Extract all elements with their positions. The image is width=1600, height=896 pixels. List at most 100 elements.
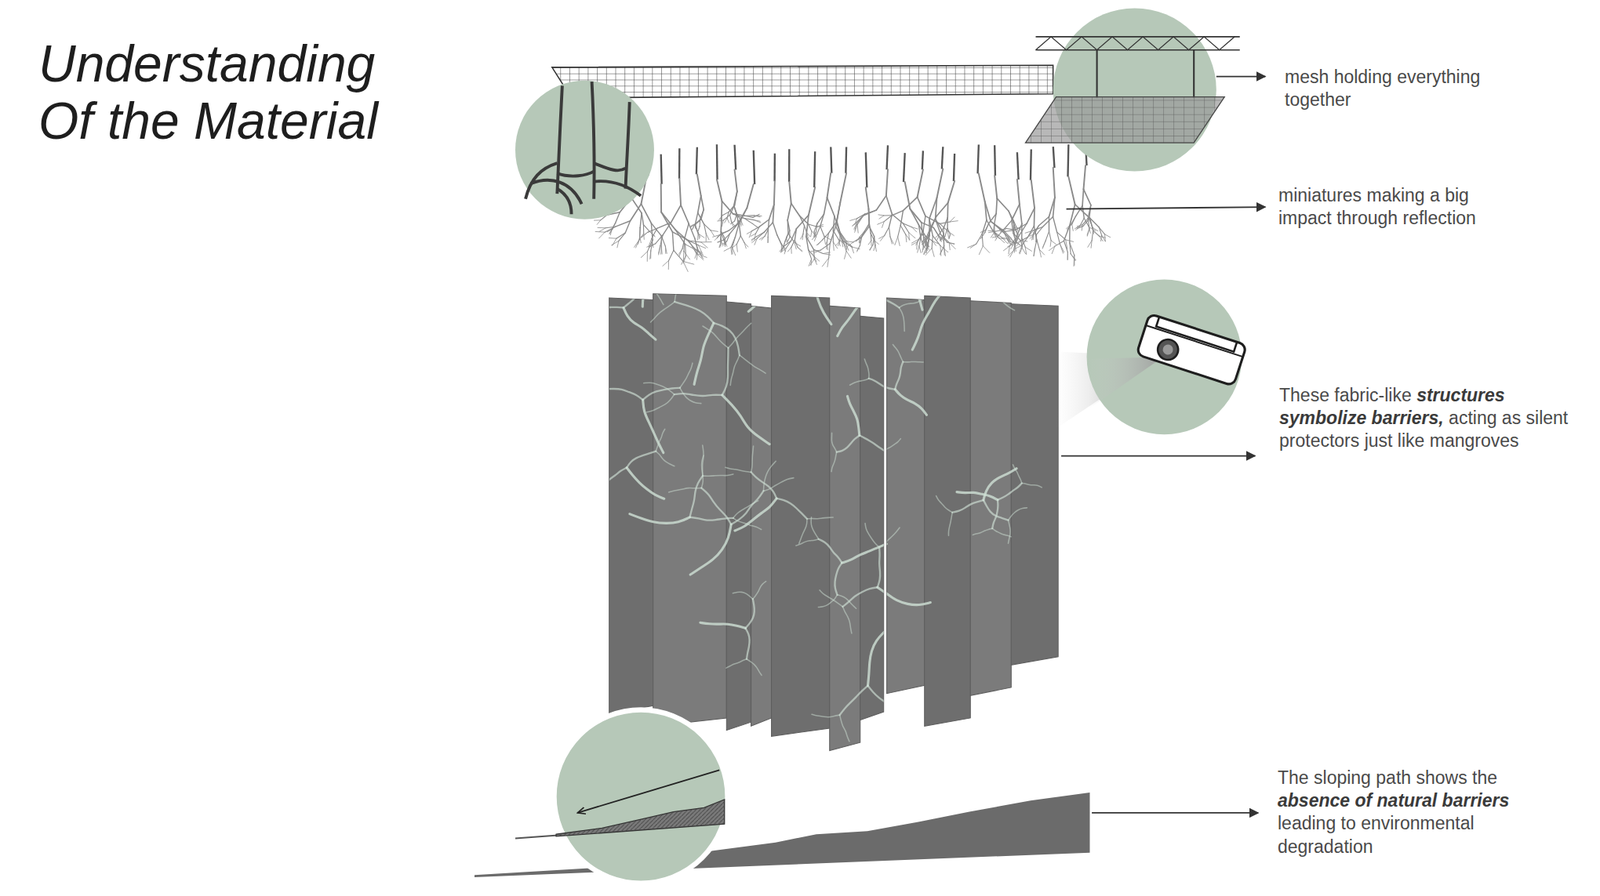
root-branch bbox=[875, 245, 877, 252]
root-branch bbox=[935, 234, 940, 239]
root-branch bbox=[734, 223, 739, 237]
root-branch bbox=[985, 201, 991, 222]
root-branch bbox=[767, 219, 769, 230]
leader-line bbox=[1061, 455, 1255, 458]
vein-line bbox=[1007, 508, 1027, 521]
vein-line bbox=[834, 563, 842, 596]
root-branch bbox=[925, 248, 932, 256]
vein-line bbox=[867, 632, 884, 686]
root-branch bbox=[939, 227, 945, 235]
root-branch bbox=[1071, 216, 1077, 225]
vein-line bbox=[762, 250, 804, 259]
fabric-panel bbox=[609, 298, 654, 715]
root-branch bbox=[593, 219, 600, 221]
root-branch bbox=[1087, 229, 1090, 237]
vein-line bbox=[936, 496, 953, 513]
root-stem bbox=[1066, 144, 1070, 177]
root-branch bbox=[797, 247, 803, 251]
root-branch bbox=[976, 234, 983, 245]
root-branch bbox=[869, 226, 874, 237]
fabric-panel bbox=[970, 301, 1011, 696]
root-stem bbox=[1029, 149, 1033, 180]
root-branch bbox=[882, 221, 885, 229]
root-branch bbox=[930, 216, 937, 230]
root-branch bbox=[751, 226, 760, 232]
root-branch bbox=[813, 249, 823, 254]
root-branch bbox=[1025, 247, 1032, 251]
annotation-text: mesh holding everything together bbox=[1284, 65, 1489, 112]
root-branch bbox=[1033, 207, 1036, 226]
root-branch bbox=[710, 230, 714, 237]
root-branch bbox=[851, 247, 854, 254]
root-stem bbox=[716, 144, 719, 180]
root-branch bbox=[832, 241, 837, 248]
root-branch bbox=[1087, 240, 1092, 248]
root-branch bbox=[1091, 230, 1094, 241]
root-branch bbox=[720, 201, 723, 220]
root-branch bbox=[1039, 249, 1041, 258]
vein-line bbox=[776, 498, 808, 520]
vein-line bbox=[842, 607, 851, 634]
vein-line bbox=[997, 483, 1022, 500]
vein-line bbox=[795, 200, 826, 215]
leader-arrows bbox=[1061, 76, 1266, 814]
root-branch bbox=[630, 203, 642, 222]
vein-line bbox=[866, 295, 899, 309]
root-branch bbox=[730, 214, 732, 222]
root-branch bbox=[790, 247, 792, 254]
root-branch bbox=[818, 240, 823, 245]
root-branch bbox=[840, 173, 847, 203]
light-beam bbox=[1087, 356, 1164, 408]
root-branch bbox=[886, 196, 893, 215]
root-branch bbox=[890, 236, 894, 244]
root-branch bbox=[616, 232, 626, 239]
root-branch bbox=[695, 219, 701, 225]
root-branch bbox=[820, 214, 825, 227]
root-stem bbox=[695, 147, 699, 175]
root-branch bbox=[923, 216, 926, 230]
root-branch bbox=[1011, 220, 1014, 233]
vein-line bbox=[911, 214, 942, 219]
root-branch bbox=[698, 245, 706, 249]
fabric-panel bbox=[751, 305, 772, 727]
root-branch bbox=[836, 221, 840, 233]
root-branch bbox=[1069, 243, 1075, 256]
root-branch bbox=[717, 240, 724, 243]
vein-line bbox=[647, 394, 675, 413]
root-branch bbox=[917, 246, 920, 253]
root-branch bbox=[661, 247, 663, 255]
root-branch bbox=[791, 229, 797, 241]
root-branch bbox=[810, 250, 821, 251]
root-branch bbox=[647, 243, 656, 248]
root-branch bbox=[985, 223, 990, 233]
root-branch bbox=[845, 241, 854, 243]
root-branch bbox=[1002, 237, 1008, 244]
root-branch bbox=[1053, 167, 1055, 198]
root-branch bbox=[803, 225, 805, 235]
root-branch bbox=[816, 226, 820, 235]
root-branch bbox=[717, 240, 724, 243]
root-branch bbox=[672, 232, 673, 251]
root-branch bbox=[736, 214, 739, 222]
vein-line bbox=[867, 686, 897, 715]
vein-line bbox=[842, 587, 877, 608]
vein-line bbox=[890, 714, 898, 742]
vein-line bbox=[943, 287, 990, 292]
root-branch bbox=[641, 213, 644, 226]
root-branch bbox=[650, 250, 651, 259]
fabric-panel bbox=[771, 295, 830, 737]
root-branch bbox=[599, 228, 606, 233]
vein-line bbox=[585, 490, 603, 508]
vein-line bbox=[877, 587, 931, 605]
leader-line bbox=[1066, 207, 1266, 210]
root-branch bbox=[1080, 218, 1084, 226]
root-branch bbox=[605, 226, 616, 229]
vein-line bbox=[734, 201, 745, 230]
vein-line bbox=[831, 452, 837, 473]
root-branch bbox=[820, 243, 830, 251]
root-branch bbox=[1014, 241, 1021, 246]
fabric-panel bbox=[1010, 304, 1059, 666]
root-branch bbox=[808, 187, 815, 215]
root-branch bbox=[1051, 246, 1055, 254]
root-branch bbox=[821, 232, 829, 240]
